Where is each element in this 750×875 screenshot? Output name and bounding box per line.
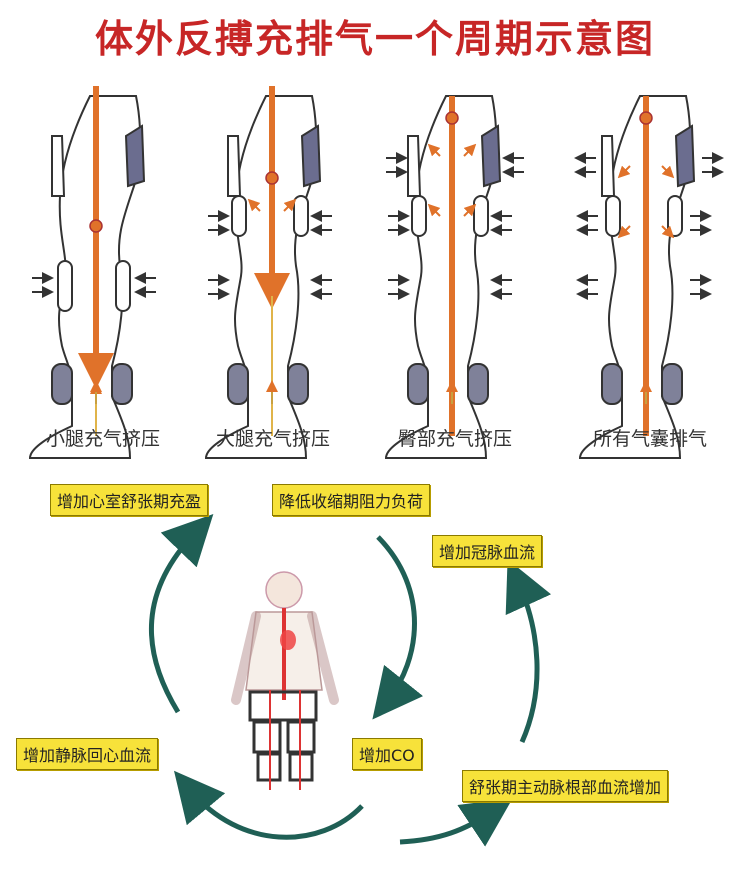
cycle-label-right-lower: 舒张期主动脉根部血流增加: [462, 770, 669, 802]
cycle-arrow-bottom-left: [173, 770, 364, 840]
cycle-label-left-mid: 增加静脉回心血流: [16, 738, 159, 770]
body-figure: [231, 571, 339, 790]
cycle-label-top-mid: 降低收缩期阻力负荷: [272, 484, 431, 516]
cycle-arrow-left-up: [148, 514, 214, 714]
leg-caption-1: 小腿充气挤压: [45, 428, 160, 450]
cycle-label-top-left: 增加心室舒张期充盈: [50, 484, 209, 516]
thigh-cuff-right: [124, 124, 146, 188]
cycle-label-right-upper: 增加冠脉血流: [432, 535, 543, 567]
lower-cuff-right: [111, 363, 133, 405]
leg-caption-4: 所有气囊排气: [592, 428, 707, 450]
leg-diagram-1: [29, 86, 156, 459]
cycle-arrow-top-right-down: [372, 535, 424, 720]
lower-cuff-left: [51, 363, 73, 405]
cycle-arrow-right-up: [505, 559, 552, 744]
bottom-marker-arrows: [90, 380, 652, 404]
cycle-arrows: [148, 514, 552, 847]
leg-diagram-4: [574, 95, 724, 459]
leg-diagram-3: [385, 95, 524, 459]
leg-caption-3: 臀部充气挤压: [397, 428, 512, 450]
leg-diagram-2: [205, 86, 332, 459]
cycle-label-center: 增加CO: [352, 738, 422, 770]
page-title: 体外反搏充排气一个周期示意图: [94, 17, 655, 61]
leg-caption-2: 大腿充气挤压: [215, 428, 330, 450]
calf-cuff-right: [115, 260, 131, 312]
calf-cuff-left: [57, 260, 73, 312]
cycle-arrow-bottom-right: [399, 798, 513, 847]
thigh-cuff-left: [51, 135, 66, 197]
